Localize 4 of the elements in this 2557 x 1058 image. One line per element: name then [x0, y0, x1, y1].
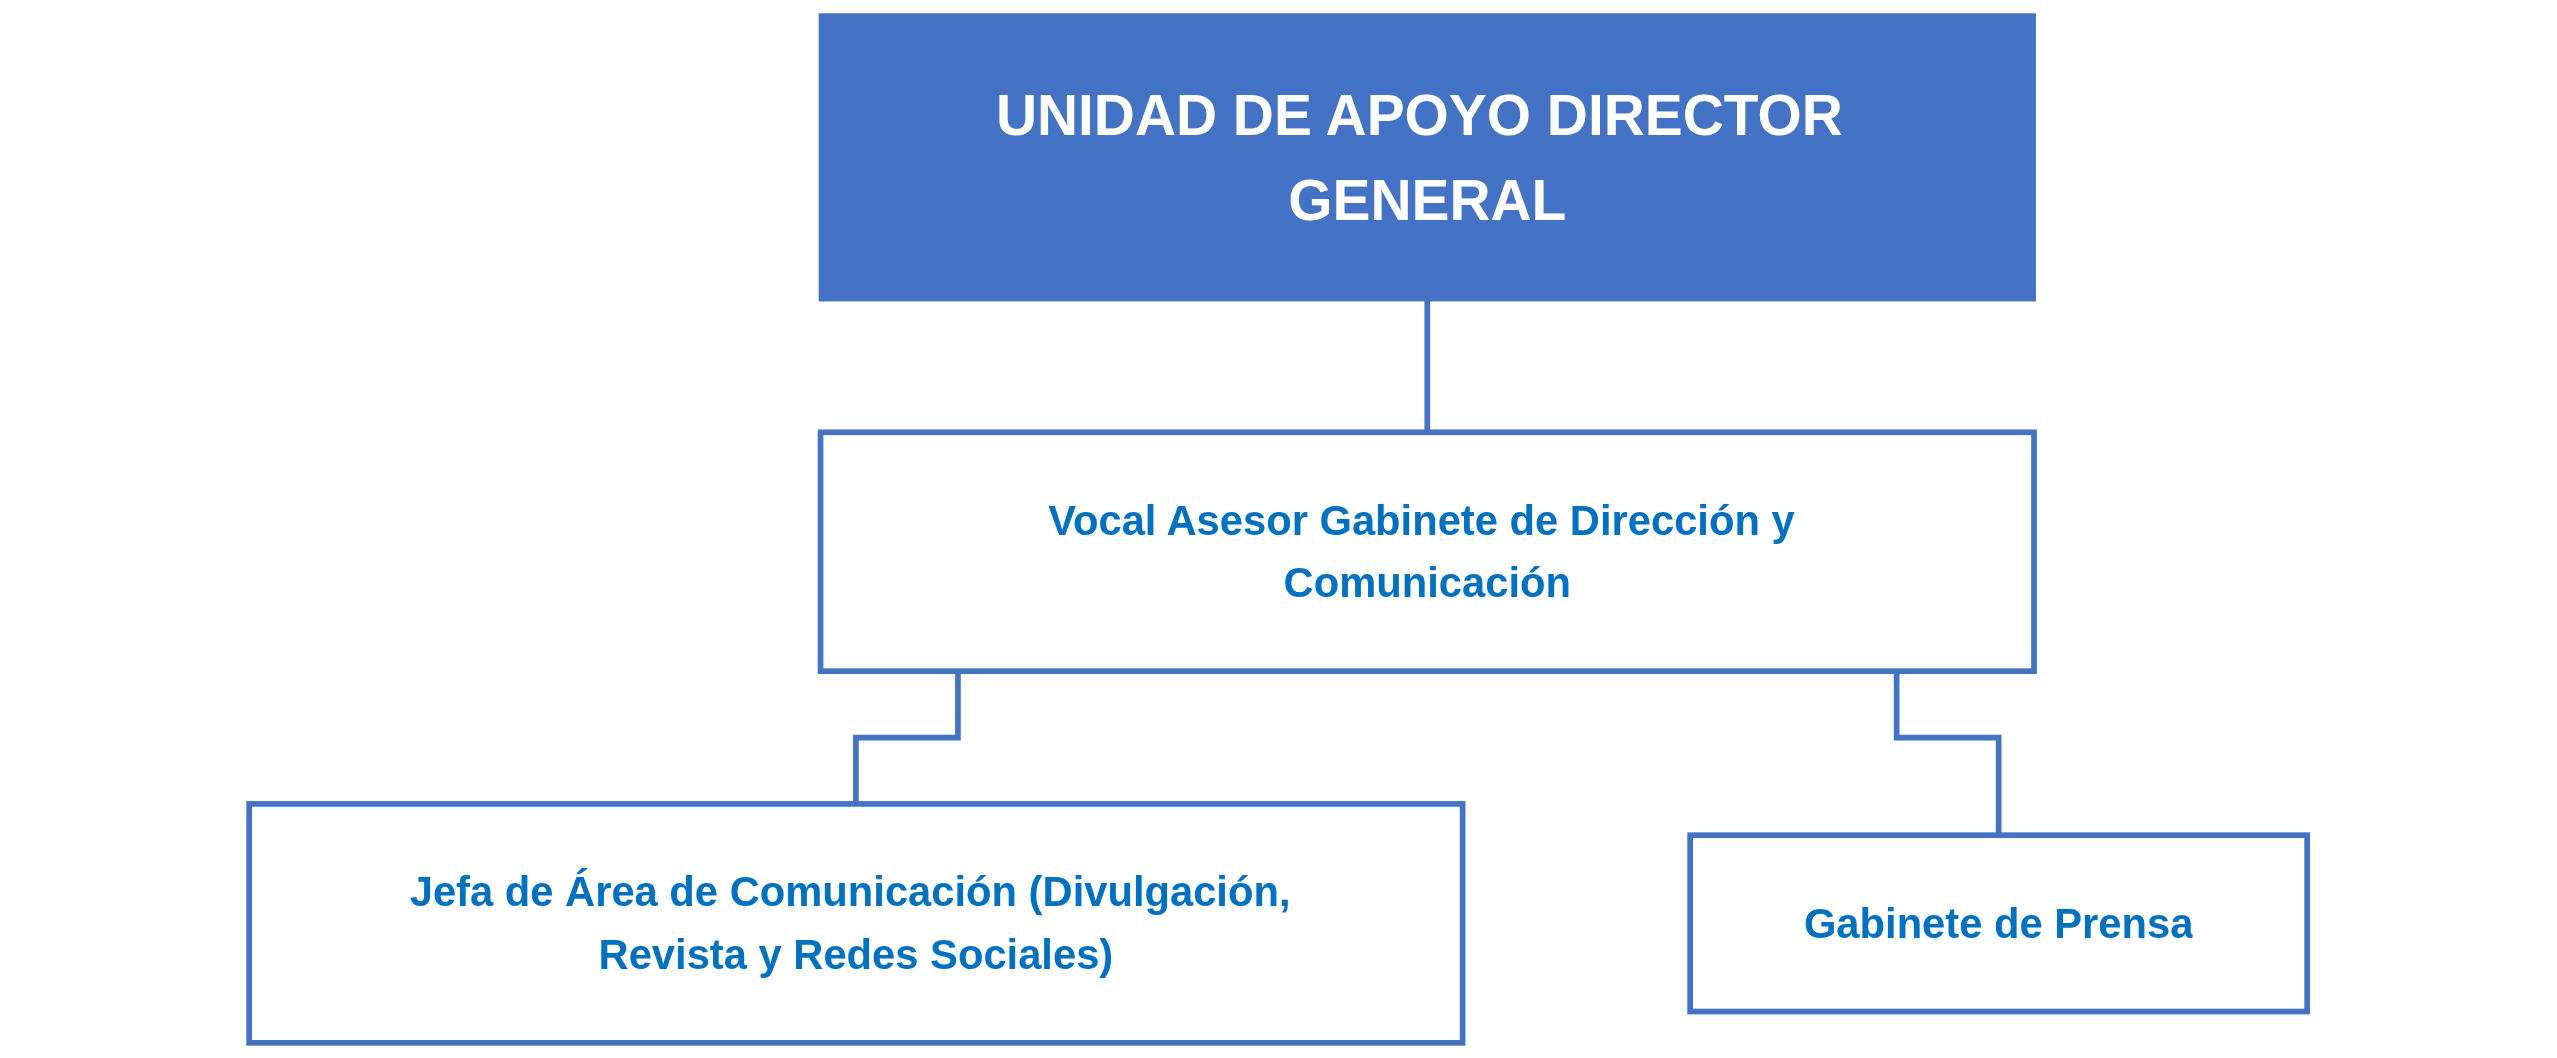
node-box: Vocal Asesor Gabinete de Dirección y Comunicación	[818, 429, 2038, 675]
node-box: Jefa de Área de Comunicación (Divulgación, Revista y Redes Sociales)	[246, 801, 1466, 1046]
node-box: UNIDAD DE APOYO DIRECTOR GENERAL	[819, 13, 2037, 302]
node-box: Gabinete de Prensa	[1687, 832, 2311, 1015]
